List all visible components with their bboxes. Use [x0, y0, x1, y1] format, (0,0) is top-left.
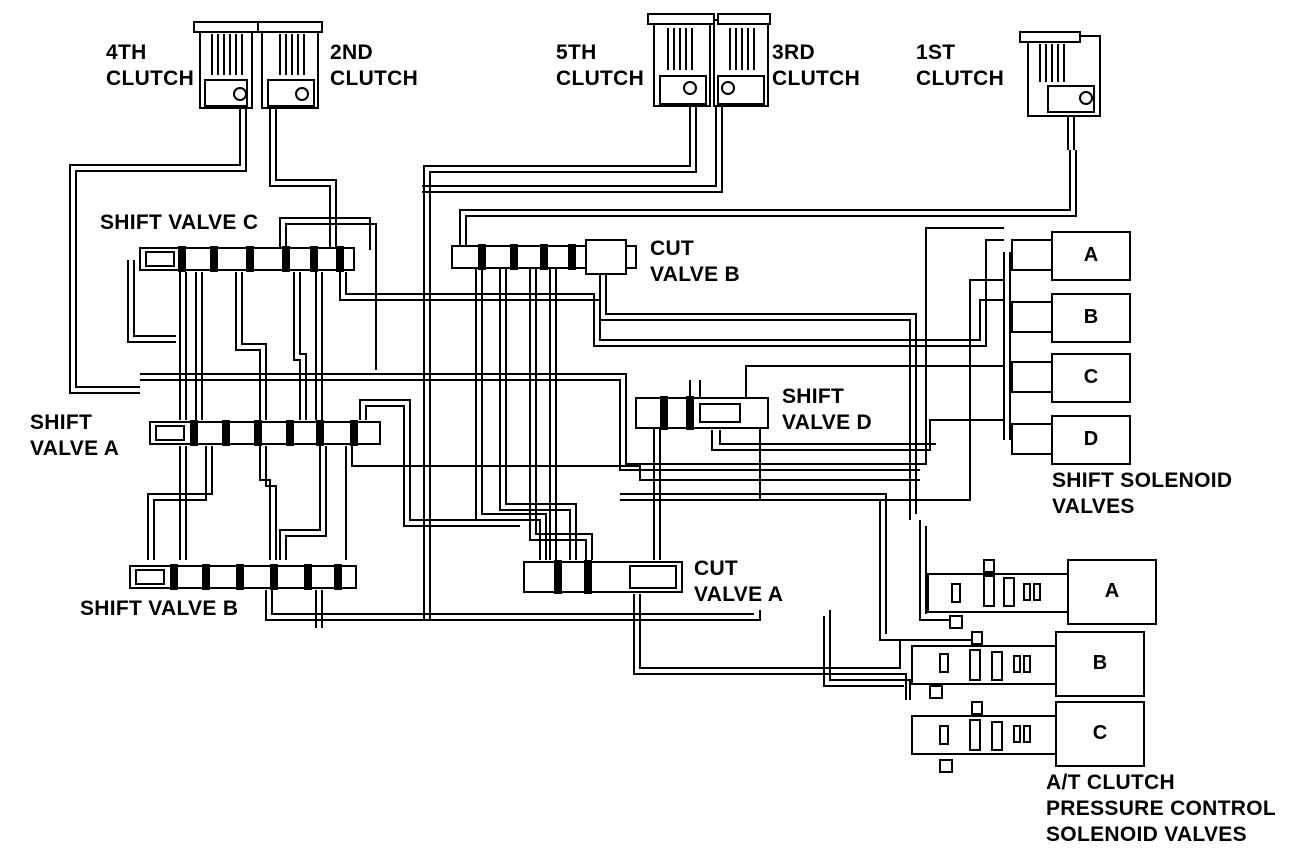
- shift-valve-c-label: SHIFT VALVE C: [100, 211, 259, 234]
- clutch-5th-line1: 5TH: [556, 41, 597, 64]
- pressure-solenoid-a-letter: A: [1104, 580, 1120, 602]
- clutch-3rd-label: 3RD CLUTCH: [772, 40, 860, 92]
- shift-solenoid-b-letter: B: [1083, 306, 1099, 328]
- clutch-4th-line1: 4TH: [106, 41, 147, 64]
- shift-valve-b-body: [129, 564, 357, 590]
- shift-valve-b-label: SHIFT VALVE B: [80, 597, 239, 620]
- clutch-2nd-line2: CLUTCH: [330, 67, 419, 90]
- clutch-5th-drawing: [647, 13, 715, 107]
- pressure-label-line1: A/T CLUTCH: [1046, 771, 1175, 794]
- shift-solenoid-c-drawing: [1011, 353, 1131, 403]
- clutch-3rd-drawing: [713, 13, 771, 107]
- shift-valve-a-line2: VALVE A: [30, 437, 120, 460]
- cut-valve-b-body: [451, 239, 637, 275]
- shift-valve-c-body: [139, 246, 355, 272]
- cut-valve-b-label: CUT VALVE B: [650, 236, 740, 288]
- clutch-2nd-line1: 2ND: [330, 41, 373, 64]
- shift-solenoid-d-letter: D: [1083, 428, 1099, 450]
- clutch-4th-label: 4TH CLUTCH: [106, 40, 194, 92]
- shift-valve-a-body: [149, 420, 381, 446]
- clutch-2nd-label: 2ND CLUTCH: [330, 40, 418, 92]
- pressure-solenoid-c-drawing: [911, 701, 1145, 773]
- pressure-solenoid-b-letter: B: [1092, 652, 1108, 674]
- clutch-5th-line2: CLUTCH: [556, 67, 645, 90]
- shift-valve-d-line2: VALVE D: [782, 411, 872, 434]
- clutch-3rd-line2: CLUTCH: [772, 67, 861, 90]
- clutch-4th-drawing: [193, 21, 259, 109]
- shift-valve-a-label: SHIFT VALVE A: [30, 410, 119, 462]
- shift-valve-a-line1: SHIFT: [30, 411, 93, 434]
- shift-solenoid-c-letter: C: [1083, 366, 1099, 388]
- cut-valve-b-line2: VALVE B: [650, 263, 740, 286]
- shift-solenoid-a-drawing: [1011, 231, 1131, 281]
- cut-valve-a-line2: VALVE A: [694, 583, 784, 606]
- shift-valve-d-line1: SHIFT: [782, 385, 845, 408]
- pressure-control-solenoid-valves-label: A/T CLUTCH PRESSURE CONTROL SOLENOID VAL…: [1046, 770, 1276, 848]
- hydraulic-lines: [69, 106, 1077, 700]
- shift-solenoid-label-line1: SHIFT SOLENOID: [1052, 469, 1233, 492]
- clutch-5th-label: 5TH CLUTCH: [556, 40, 644, 92]
- cut-valve-a-line1: CUT: [694, 557, 739, 580]
- clutch-4th-line2: CLUTCH: [106, 67, 195, 90]
- clutch-1st-line1: 1ST: [916, 41, 956, 64]
- shift-solenoid-a-letter: A: [1083, 244, 1099, 266]
- cut-valve-b-line1: CUT: [650, 237, 695, 260]
- clutch-1st-drawing: [1019, 31, 1101, 150]
- shift-solenoid-d-drawing: [1011, 415, 1131, 465]
- pressure-solenoid-a-drawing: [927, 559, 1157, 629]
- cut-valve-a-label: CUT VALVE A: [694, 556, 783, 608]
- shift-solenoid-label-line2: VALVES: [1052, 495, 1135, 518]
- shift-solenoid-valves-label: SHIFT SOLENOID VALVES: [1052, 468, 1232, 520]
- clutch-1st-line2: CLUTCH: [916, 67, 1005, 90]
- clutch-1st-label: 1ST CLUTCH: [916, 40, 1004, 92]
- clutch-2nd-drawing: [257, 21, 323, 109]
- pressure-solenoid-b-drawing: [911, 631, 1145, 699]
- pressure-solenoid-c-letter: C: [1092, 722, 1108, 744]
- pressure-label-line3: SOLENOID VALVES: [1046, 823, 1247, 846]
- shift-valve-d-body: [635, 396, 769, 430]
- shift-solenoid-b-drawing: [1011, 293, 1131, 343]
- cut-valve-a-body: [523, 560, 683, 594]
- clutch-3rd-line1: 3RD: [772, 41, 815, 64]
- shift-valve-d-label: SHIFT VALVE D: [782, 384, 872, 436]
- pressure-label-line2: PRESSURE CONTROL: [1046, 797, 1276, 820]
